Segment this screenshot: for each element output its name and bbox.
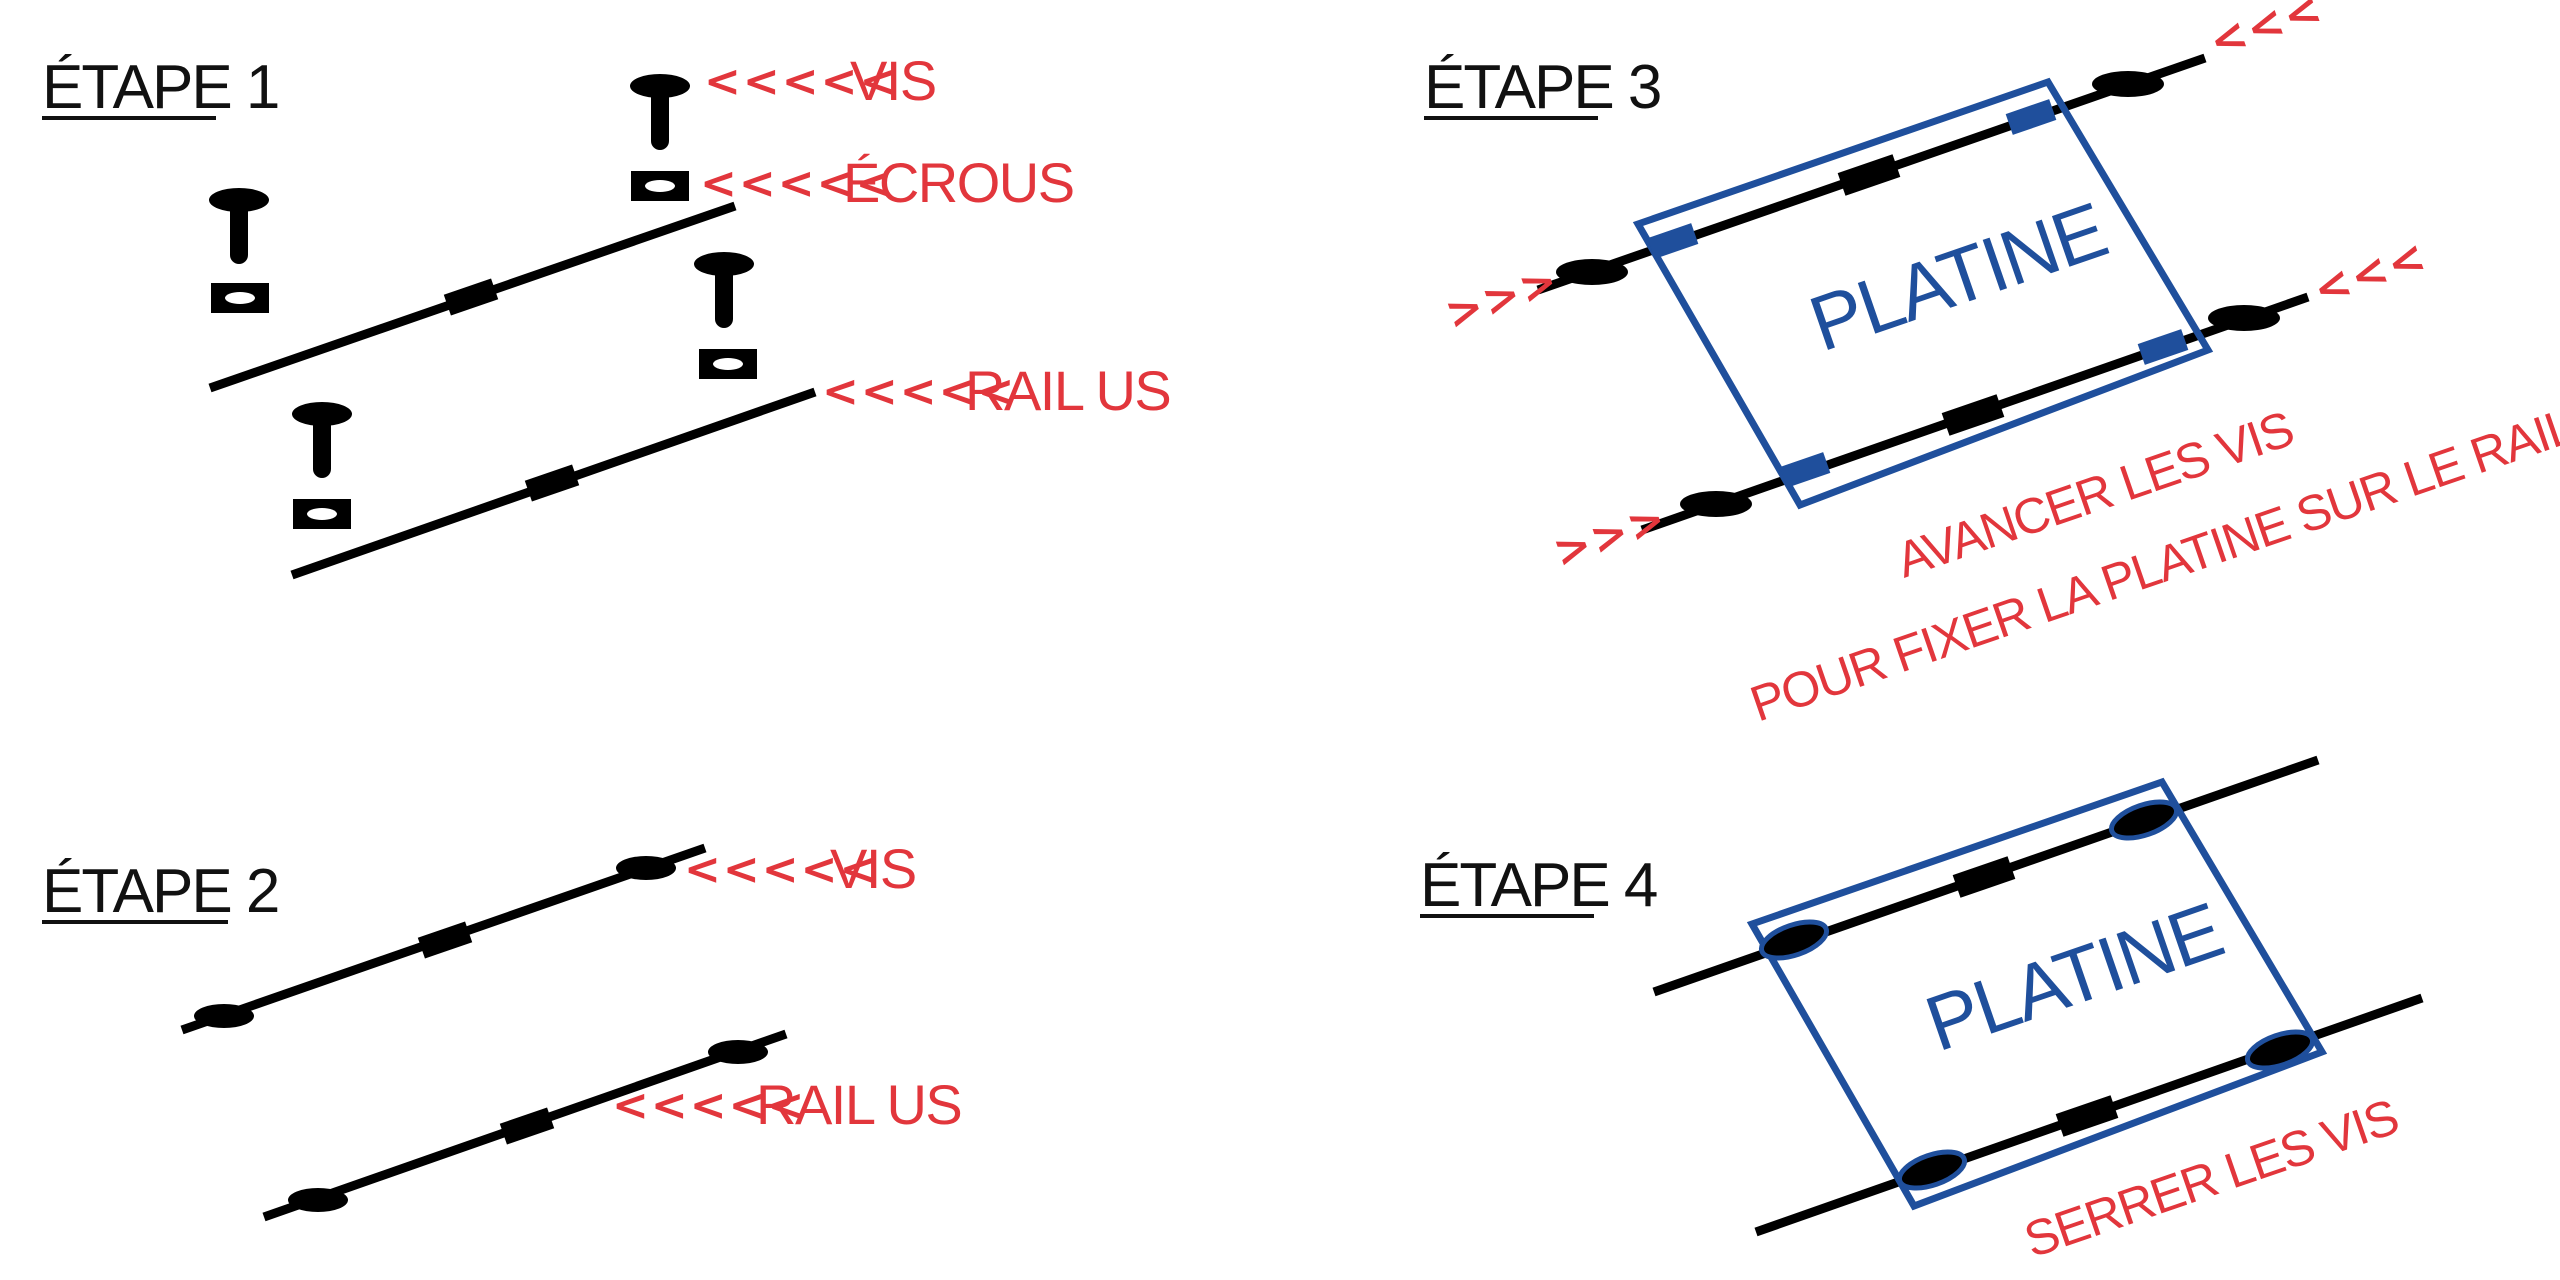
- arrow-left-icon: <<<<<: [704, 56, 898, 107]
- plate-slot: [1647, 223, 1699, 259]
- label-ecrous: ÉCROUS: [843, 151, 1074, 214]
- screw-and-nut-3: [694, 252, 757, 379]
- arrow-left-icon: <<<<<: [700, 158, 894, 209]
- screw-head-icon: [1556, 259, 1628, 285]
- plate-slot: [2005, 99, 2057, 135]
- step-3-title: ÉTAPE 3: [1424, 53, 1660, 122]
- screw-head-icon: [708, 1040, 768, 1064]
- arrow-left-icon: <<<: [2203, 0, 2330, 68]
- step-4-title: ÉTAPE 4: [1420, 851, 1657, 920]
- screw-head-icon: [616, 856, 676, 880]
- label-vis: VIS: [830, 837, 916, 900]
- platine-plate: [1632, 77, 2214, 510]
- rail-joint: [1837, 154, 1901, 196]
- rail-joint: [417, 921, 473, 959]
- screw-head-icon: [194, 1004, 254, 1028]
- instruction-line-2: POUR FIXER LA PLATINE SUR LE RAIL US: [1743, 372, 2560, 732]
- tightened-screw-icon: [1758, 919, 1830, 961]
- plate-label: PLATINE: [1915, 885, 2232, 1068]
- screw-and-nut-2: [630, 74, 690, 201]
- screw-and-nut-1: [209, 188, 269, 313]
- tightened-screw-icon: [2244, 1029, 2316, 1071]
- arrow-left-icon: <<<<<: [612, 1080, 806, 1131]
- screw-head-icon: [2092, 71, 2164, 97]
- step-1-title: ÉTAPE 1: [42, 53, 278, 122]
- label-rail-us: RAIL US: [965, 359, 1170, 422]
- arrow-right-icon: >>>: [1439, 254, 1566, 340]
- screw-and-nut-4: [292, 402, 352, 529]
- step-1: ÉTAPE 1: [42, 49, 1172, 580]
- tightened-screw-icon: [2108, 799, 2180, 841]
- arrow-left-icon: <<<: [2307, 230, 2434, 316]
- arrow-left-icon: <<<<<: [684, 844, 878, 895]
- rail-joint: [499, 1107, 555, 1145]
- rail-joint: [443, 278, 499, 316]
- step-2-title: ÉTAPE 2: [42, 857, 278, 926]
- plate-slot: [1779, 452, 1831, 488]
- label-vis: VIS: [850, 49, 936, 112]
- plate-slot: [2137, 329, 2189, 365]
- label-rail-us: RAIL US: [756, 1073, 961, 1136]
- rail-joint: [1941, 394, 2005, 436]
- platine-plate: [1746, 777, 2328, 1211]
- screw-head-icon: [288, 1188, 348, 1212]
- rail-joint: [1952, 856, 2016, 898]
- rail-joint: [2055, 1095, 2119, 1137]
- tightened-screw-icon: [1896, 1149, 1968, 1191]
- rail-joint: [524, 464, 580, 502]
- arrow-left-icon: <<<<<: [822, 366, 1016, 417]
- step-4: ÉTAPE 4 PLATINE SERRER LES VIS: [1420, 755, 2424, 1268]
- arrow-right-icon: >>>: [1547, 492, 1674, 578]
- step-3: ÉTAPE 3 PLATINE >>> >>> <<< <<< AVANCER …: [1424, 0, 2560, 732]
- screw-head-icon: [2208, 305, 2280, 331]
- screw-head-icon: [1680, 491, 1752, 517]
- step-2: ÉTAPE 2 <<<<< VIS <<<<< RAIL US: [42, 837, 963, 1222]
- plate-label: PLATINE: [1799, 185, 2116, 368]
